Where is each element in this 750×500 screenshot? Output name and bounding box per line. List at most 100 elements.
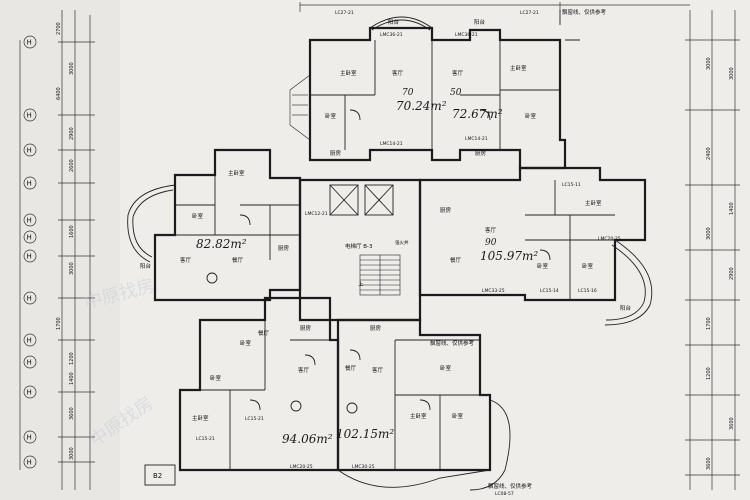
room-label: 客厅 bbox=[180, 256, 192, 264]
room-label: 卧室 bbox=[210, 374, 222, 382]
room-label: 厨房 bbox=[440, 206, 452, 214]
dim-text: 1400 bbox=[69, 372, 75, 385]
bay-window-note: 飘窗线、仅供参考 bbox=[430, 339, 475, 347]
dim-text: 3600 bbox=[729, 417, 735, 430]
room-label: 卧室 bbox=[240, 339, 252, 347]
dim-text: 3000 bbox=[706, 57, 712, 70]
room-label: 客厅 bbox=[372, 366, 384, 374]
dim-text: 3000 bbox=[69, 62, 75, 75]
room-label: 客厅 bbox=[452, 69, 464, 77]
room-label: 阳台 bbox=[474, 18, 486, 26]
room-label: 卧室 bbox=[192, 212, 204, 220]
dim-text: 1200 bbox=[706, 367, 712, 380]
dim-text: 2900 bbox=[69, 127, 75, 140]
dim-text: 3000 bbox=[69, 447, 75, 460]
opening-code: LC15-16 bbox=[578, 288, 597, 294]
axis-label: H bbox=[27, 39, 32, 47]
bay-window-note: 飘窗线、仅供参考 bbox=[488, 482, 533, 490]
opening-code: LC15-11 bbox=[562, 182, 581, 188]
room-label: 厨房 bbox=[330, 149, 342, 157]
unit-area: 70.24m² bbox=[396, 99, 447, 113]
dim-text: 2900 bbox=[729, 267, 735, 280]
building-walls bbox=[127, 10, 653, 491]
room-label: 餐厅 bbox=[232, 256, 244, 264]
opening-code: LMC14-21 bbox=[465, 136, 488, 142]
unit-marker bbox=[206, 272, 218, 284]
opening-code: LMC12-21 bbox=[305, 211, 328, 217]
dim-text: 3000 bbox=[729, 67, 735, 80]
room-label: 主卧室 bbox=[192, 414, 209, 422]
dim-text: 1200 bbox=[69, 352, 75, 365]
room-label: 卧室 bbox=[582, 262, 594, 270]
unit-area: 94.06m² bbox=[282, 432, 333, 446]
elevator-shafts bbox=[329, 184, 394, 216]
room-label: 餐厅 bbox=[345, 364, 357, 372]
room-labels: 主卧室 客厅 客厅 主卧室 卧室 卧室 阳台 阳台 厨房 厨房 主卧室 卧室 客… bbox=[140, 18, 632, 422]
axis-label: H bbox=[27, 147, 32, 155]
dim-text: 2600 bbox=[69, 159, 75, 172]
dim-text: 3000 bbox=[69, 262, 75, 275]
room-label: 阳台 bbox=[140, 262, 152, 270]
axis-label: H bbox=[27, 337, 32, 345]
dim-text: 1600 bbox=[69, 225, 75, 238]
room-label: 卧室 bbox=[440, 364, 452, 372]
room-label: 卧室 bbox=[525, 112, 537, 120]
opening-code: LMC14-21 bbox=[380, 141, 403, 147]
opening-code: LC27-21 bbox=[520, 10, 539, 16]
unit-marker bbox=[290, 400, 302, 412]
left-dimension-labels: 2700 3000 6400 2900 2600 1600 3000 1700 … bbox=[56, 22, 75, 460]
room-label: 客厅 bbox=[392, 69, 404, 77]
axis-label: H bbox=[27, 295, 32, 303]
opening-code: LMC30-25 bbox=[352, 464, 375, 470]
room-label: 厨房 bbox=[475, 149, 487, 157]
axis-label: H bbox=[27, 180, 32, 188]
axis-label: H bbox=[27, 217, 32, 225]
room-label: 主卧室 bbox=[340, 69, 357, 77]
room-label: 主卧室 bbox=[228, 169, 245, 177]
dim-text: 6400 bbox=[56, 87, 62, 100]
axis-label: H bbox=[27, 359, 32, 367]
opening-code: LC15-14 bbox=[540, 288, 559, 294]
room-label: 上 bbox=[358, 280, 364, 288]
right-axis-column: 3000 3000 2400 1400 3000 2900 1700 1200 … bbox=[685, 10, 740, 490]
room-label: 阳台 bbox=[388, 18, 400, 26]
opening-code: LMC33-25 bbox=[482, 288, 505, 294]
room-label: 阳台 bbox=[620, 304, 632, 312]
block-label: B2 bbox=[153, 472, 162, 480]
dim-text: 3000 bbox=[706, 227, 712, 240]
axis-bubbles-left: H H H H H H H H H H H H H bbox=[23, 35, 37, 469]
axis-label: H bbox=[27, 253, 32, 261]
axis-label: H bbox=[27, 112, 32, 120]
opening-code: LMC20-25 bbox=[290, 464, 313, 470]
room-label: 卧室 bbox=[325, 112, 337, 120]
room-label: 厨房 bbox=[278, 244, 290, 252]
unit-area: 102.15m² bbox=[336, 427, 394, 441]
opening-code: LC15-21 bbox=[196, 436, 215, 442]
dim-text: 1400 bbox=[729, 202, 735, 215]
room-label: 主卧室 bbox=[410, 412, 427, 420]
unit-number: 50 bbox=[450, 88, 462, 98]
room-label: 餐厅 bbox=[450, 256, 462, 264]
unit-marker bbox=[346, 402, 358, 414]
dim-text: 3600 bbox=[706, 457, 712, 470]
opening-code: LC08-57 bbox=[495, 491, 514, 497]
room-label: 电梯厅 B-3 bbox=[345, 242, 373, 250]
stair bbox=[359, 254, 401, 296]
opening-code: LC15-21 bbox=[245, 416, 264, 422]
unit-number: 70 bbox=[402, 88, 414, 98]
interior-partitions bbox=[155, 40, 615, 470]
unit-area: 82.82m² bbox=[196, 237, 247, 251]
opening-code: LC27-21 bbox=[335, 10, 354, 16]
axis-label: H bbox=[27, 434, 32, 442]
opening-code: LMC20-25 bbox=[598, 236, 621, 242]
opening-code: LMC36-21 bbox=[455, 32, 478, 38]
room-label: 卧室 bbox=[452, 412, 464, 420]
room-label: 主卧室 bbox=[510, 64, 527, 72]
door-swings bbox=[239, 109, 551, 411]
left-axis-column: H H H H H H H H H H H H H 2700 3000 6400… bbox=[19, 10, 95, 490]
opening-code: LMC36-21 bbox=[380, 32, 403, 38]
block-marker bbox=[144, 464, 176, 486]
room-label: 厨房 bbox=[370, 324, 382, 332]
opening-codes: LMC36-21 LMC36-21 LMC14-21 LMC14-21 LC27… bbox=[196, 10, 621, 497]
room-label: 主卧室 bbox=[585, 199, 602, 207]
